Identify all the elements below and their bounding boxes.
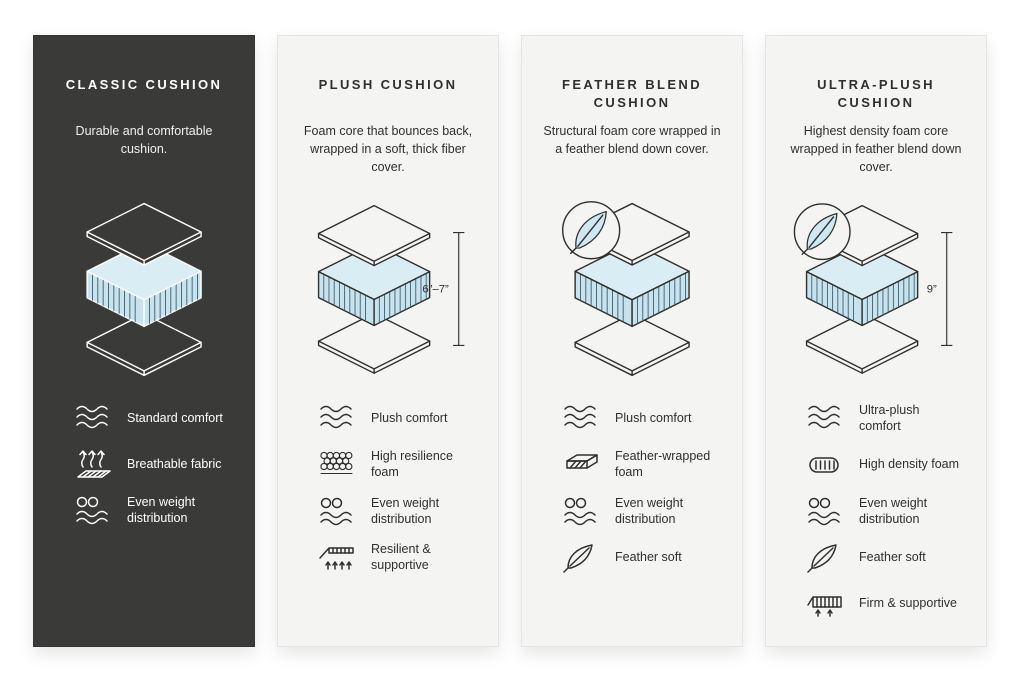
feature-label: Feather soft (859, 549, 926, 564)
waves-icon (76, 405, 108, 429)
feature-row: Feather soft (560, 541, 720, 573)
feature-row: Breathable fabric (72, 448, 232, 480)
feature-label: Plush comfort (371, 410, 448, 425)
feature-row: Standard comfort (72, 402, 232, 434)
feature-label: Ultra-plush comfort (859, 403, 920, 434)
feature-row: Even weight distribution (560, 495, 720, 528)
honeycomb-foam-icon (320, 452, 353, 475)
feature-label: Resilient & supportive (371, 542, 431, 573)
feature-label: Standard comfort (127, 410, 223, 425)
feature-row: Even weight distribution (804, 495, 964, 528)
resilient-supportive-icon (319, 547, 354, 570)
weight-distribution-icon (76, 497, 108, 525)
card-plush-cushion: PLUSH CUSHION Foam core that bounces bac… (277, 35, 499, 647)
card-title: ULTRA-PLUSH CUSHION (817, 77, 935, 111)
feature-label: Even weight distribution (615, 495, 684, 526)
waves-icon (564, 405, 596, 429)
feather-badge (561, 201, 621, 260)
waves-icon (808, 406, 840, 429)
feature-row: Even weight distribution (316, 495, 476, 528)
feature-label: Firm & supportive (859, 595, 957, 610)
card-title: FEATHER BLEND CUSHION (561, 77, 702, 111)
card-title: CLASSIC CUSHION (65, 77, 223, 92)
feature-row: Plush comfort (560, 402, 720, 434)
feature-list: Plush comfort High resilience foam Even … (296, 402, 480, 574)
feather-wrapped-foam-icon (566, 454, 598, 469)
density-foam-icon (809, 456, 839, 473)
cushion-illustration (540, 196, 724, 382)
breathable-fabric-icon (77, 450, 111, 478)
height-measure: 6”–7” (422, 232, 465, 346)
feature-row: Resilient & supportive (316, 541, 476, 574)
feature-list: Standard comfort Breathable fabric Even … (52, 402, 236, 527)
feature-row: Plush comfort (316, 402, 476, 434)
feature-row: Feather soft (804, 541, 964, 573)
feather-icon (563, 544, 593, 573)
feature-label: Breathable fabric (127, 456, 222, 471)
card-description: Highest density foam core wrapped in fea… (790, 124, 962, 175)
height-value: 9” (927, 283, 937, 295)
waves-icon (320, 405, 352, 429)
firm-supportive-icon (807, 596, 842, 617)
cushion-comparison-board: CLASSIC CUSHION Durable and comfortable … (33, 35, 987, 647)
feature-label: High resilience foam (371, 449, 453, 480)
cushion-layers-diagram: 6”–7” (317, 204, 465, 374)
feather-icon (807, 544, 837, 573)
card-description: Structural foam core wrapped in a feathe… (543, 124, 721, 157)
cushion-layers-diagram (86, 202, 202, 377)
feature-row: Feather-wrapped foam (560, 448, 720, 481)
feature-row: High density foam (804, 449, 964, 481)
feature-label: Even weight distribution (859, 495, 928, 526)
feature-label: Feather-wrapped foam (615, 449, 711, 480)
weight-distribution-icon (320, 497, 352, 525)
cushion-layers-diagram: 9” (793, 203, 953, 374)
card-ultra-plush-cushion: ULTRA-PLUSH CUSHION Highest density foam… (765, 35, 987, 647)
feature-row: Ultra-plush comfort (804, 402, 964, 435)
cushion-illustration: 9” (784, 196, 968, 382)
card-feather-blend-cushion: FEATHER BLEND CUSHION Structural foam co… (521, 35, 743, 647)
card-description: Foam core that bounces back, wrapped in … (303, 124, 473, 175)
feature-list: Plush comfort Feather-wrapped foam Even … (540, 402, 724, 573)
feature-label: Even weight distribution (127, 495, 196, 526)
feature-label: High density foam (859, 457, 960, 472)
card-title: PLUSH CUSHION (318, 77, 458, 92)
feature-list: Ultra-plush comfort High density foam Ev… (784, 402, 968, 619)
feature-label: Feather soft (615, 549, 682, 564)
feature-row: Firm & supportive (804, 587, 964, 619)
card-description: Durable and comfortable cushion. (75, 124, 213, 157)
height-measure: 9” (927, 232, 953, 346)
cushion-illustration (52, 196, 236, 382)
weight-distribution-icon (564, 497, 596, 525)
cushion-illustration: 6”–7” (296, 196, 480, 382)
feature-row: Even weight distribution (72, 494, 232, 527)
feature-row: High resilience foam (316, 448, 476, 481)
feature-label: Even weight distribution (371, 495, 440, 526)
height-value: 6”–7” (422, 283, 449, 295)
feature-label: Plush comfort (615, 410, 692, 425)
card-classic-cushion: CLASSIC CUSHION Durable and comfortable … (33, 35, 255, 647)
feather-badge (793, 203, 851, 261)
cushion-layers-diagram (561, 201, 690, 377)
weight-distribution-icon (808, 497, 840, 525)
